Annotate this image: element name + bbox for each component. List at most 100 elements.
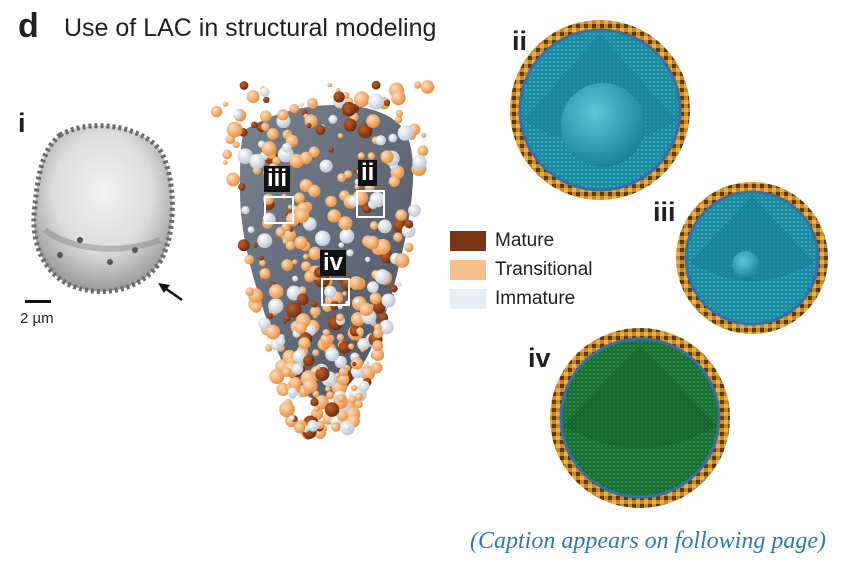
granule (241, 206, 250, 215)
granule (345, 107, 353, 116)
granule (348, 343, 355, 350)
granule (210, 105, 223, 118)
granule (395, 109, 404, 118)
granule (287, 204, 293, 210)
granule (266, 128, 279, 140)
granule (261, 141, 277, 157)
granule (226, 121, 243, 138)
granule (245, 287, 255, 296)
granule (285, 240, 296, 251)
region-box-iv (321, 278, 350, 306)
granule (294, 236, 308, 250)
granule (325, 386, 331, 392)
granule (381, 293, 396, 308)
granule (259, 268, 271, 280)
granule (325, 195, 337, 208)
granule (272, 156, 281, 165)
granule (328, 147, 334, 153)
granule (325, 347, 339, 362)
granule (393, 232, 403, 242)
granule (369, 221, 379, 230)
box-label-iv: iv (320, 250, 347, 276)
granule (324, 402, 340, 417)
granule (408, 204, 421, 217)
granule (334, 355, 347, 369)
granule (294, 422, 306, 434)
granule (328, 114, 338, 124)
granule (275, 226, 286, 237)
granule (338, 340, 352, 354)
granule (303, 355, 315, 367)
granule-model-ii (510, 20, 690, 200)
granule (336, 313, 344, 322)
granule (348, 395, 357, 404)
granule (333, 91, 345, 103)
granule (373, 328, 384, 339)
scale-label: 2 µm (20, 310, 54, 327)
granule-model-iv (550, 328, 730, 508)
granule (287, 387, 298, 398)
granule (225, 152, 231, 159)
granule (259, 110, 272, 122)
box-label-ii: ii (358, 160, 378, 186)
granule (350, 312, 365, 327)
legend-swatch (450, 259, 486, 280)
granule (327, 82, 333, 88)
legend-item-transitional: Transitional (450, 255, 593, 284)
granule (267, 313, 274, 320)
granule (352, 361, 357, 367)
scale-bar (25, 300, 51, 303)
granule (380, 150, 394, 164)
granule (312, 349, 320, 357)
legend-swatch (450, 230, 486, 251)
granule (285, 129, 290, 134)
granule (354, 400, 363, 409)
granule (280, 388, 289, 396)
granule (346, 249, 354, 257)
granule (257, 233, 273, 249)
granule (288, 415, 295, 421)
granule (269, 369, 285, 384)
label-iii: iii (653, 197, 676, 227)
granule (412, 154, 427, 170)
granule (357, 152, 365, 160)
granule (291, 363, 304, 375)
granule (322, 329, 330, 337)
granule (239, 81, 249, 90)
granule (281, 367, 292, 377)
granule (260, 87, 270, 97)
granule (394, 116, 403, 124)
granule (363, 360, 369, 366)
label-i: i (18, 108, 26, 138)
granule (367, 281, 379, 293)
granule (351, 384, 358, 392)
granule (251, 121, 258, 129)
granule (259, 259, 266, 267)
granule (293, 192, 305, 204)
granule (315, 125, 326, 135)
granule (336, 394, 345, 403)
granule (261, 122, 270, 131)
granule (320, 333, 332, 346)
granule (300, 261, 311, 272)
granule (354, 298, 361, 305)
granule (395, 209, 408, 221)
granule (294, 208, 310, 224)
legend: Mature Transitional Immature (450, 226, 593, 313)
granule (391, 90, 406, 106)
granule (404, 220, 414, 229)
granule (367, 152, 375, 160)
granule (388, 175, 400, 187)
granule (237, 239, 250, 252)
granule (279, 401, 295, 417)
granule-cloud (210, 80, 435, 440)
region-box-iii (264, 196, 294, 224)
granule (237, 148, 253, 164)
granule (308, 184, 321, 198)
granule (335, 372, 341, 378)
legend-item-immature: Immature (450, 284, 593, 313)
granule (302, 378, 318, 394)
caption-note: (Caption appears on following page) (470, 528, 826, 554)
granule (324, 285, 337, 298)
